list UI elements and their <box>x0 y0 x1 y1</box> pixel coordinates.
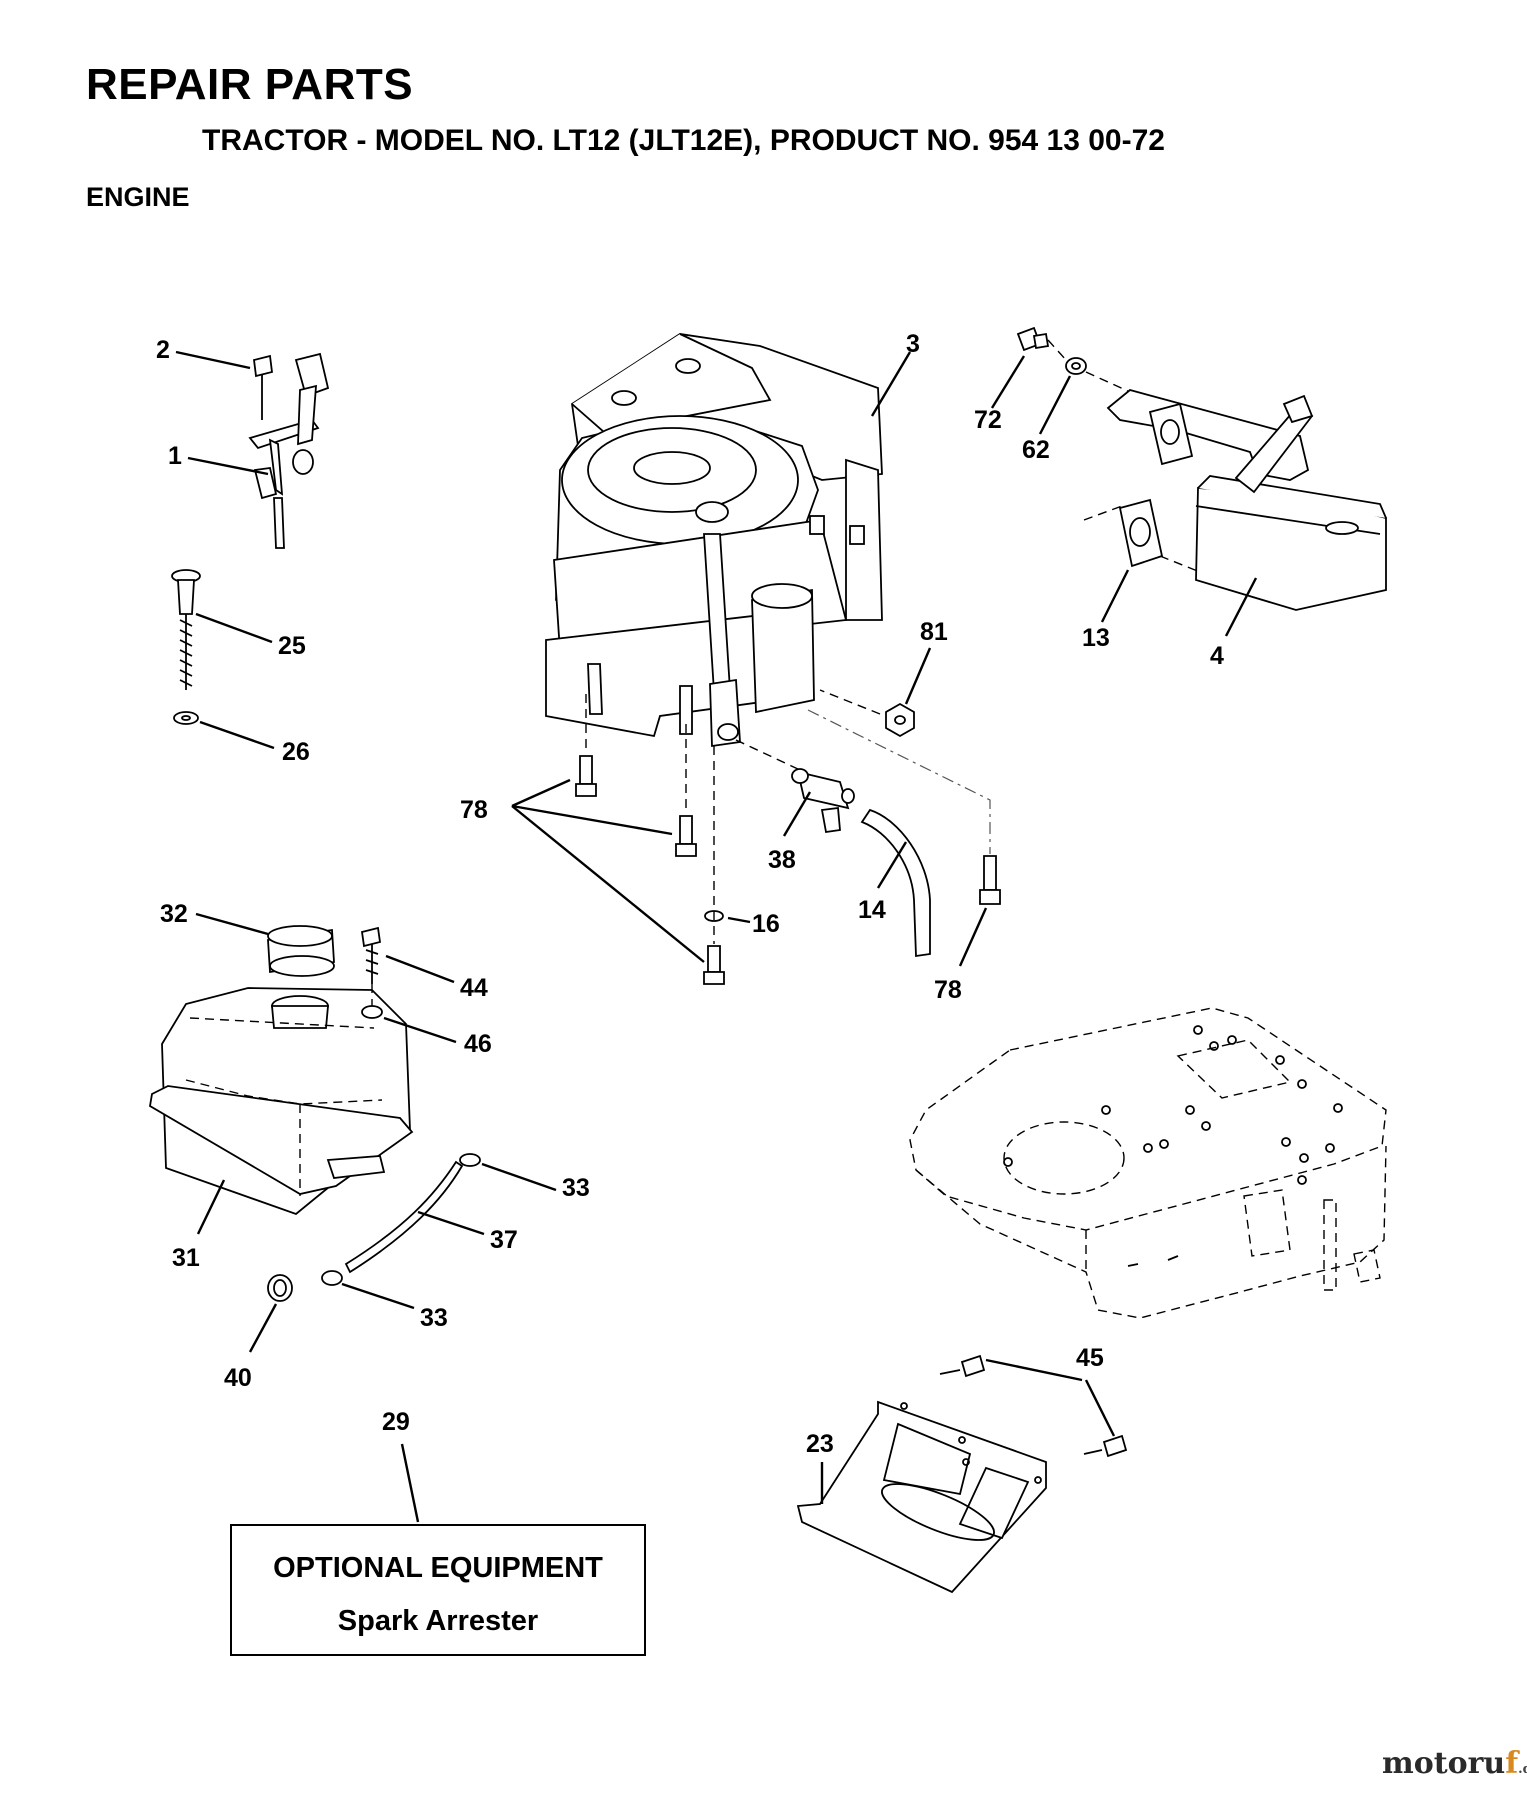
leader-72 <box>990 355 1026 409</box>
callout-32: 32 <box>160 900 188 928</box>
leader-32 <box>195 912 269 936</box>
callout-1: 1 <box>168 442 182 470</box>
leader-44 <box>385 954 455 984</box>
callout-2: 2 <box>156 336 170 364</box>
page-title: REPAIR PARTS <box>86 60 414 109</box>
watermark-accent: f <box>1505 1746 1519 1781</box>
callout-33-upper: 33 <box>562 1174 590 1202</box>
section-title: ENGINE <box>86 182 190 212</box>
callout-40: 40 <box>224 1364 252 1392</box>
callout-78-left: 78 <box>460 796 488 824</box>
callout-25: 25 <box>278 632 306 660</box>
callout-29: 29 <box>382 1408 410 1436</box>
callout-62: 62 <box>1022 436 1050 464</box>
leader-29 <box>400 1443 420 1523</box>
leader-46 <box>383 1016 457 1044</box>
leader-78a-2 <box>511 804 673 836</box>
leader-37 <box>417 1210 485 1236</box>
callout-16: 16 <box>752 910 780 938</box>
fuel-line-part <box>267 1153 481 1302</box>
leader-14 <box>876 841 908 889</box>
watermark-brand: motoru <box>1382 1746 1506 1781</box>
leader-81 <box>904 647 932 705</box>
callout-78-right: 78 <box>934 976 962 1004</box>
leader-78b <box>958 907 988 967</box>
leader-26 <box>199 720 275 750</box>
leader-38 <box>782 791 812 837</box>
callout-23: 23 <box>806 1430 834 1458</box>
optional-equipment-box: OPTIONAL EQUIPMENT Spark Arrester <box>230 1524 646 1656</box>
leader-4 <box>1224 577 1258 637</box>
callout-31: 31 <box>172 1244 200 1272</box>
engine-bolt-part <box>575 755 1001 985</box>
watermark-logo: motoruf.de <box>1382 1746 1527 1781</box>
leader-62 <box>1038 375 1072 435</box>
leader-1 <box>187 456 269 476</box>
callout-14: 14 <box>858 896 886 924</box>
optional-equipment-item: Spark Arrester <box>337 1605 539 1637</box>
callout-72: 72 <box>974 406 1002 434</box>
leader-13 <box>1100 569 1130 623</box>
leader-78a-1 <box>511 778 571 808</box>
callout-81: 81 <box>920 618 948 646</box>
leader-40 <box>248 1303 278 1353</box>
page-subtitle: TRACTOR - MODEL NO. LT12 (JLT12E), PRODU… <box>202 124 1165 157</box>
optional-equipment-title: OPTIONAL EQUIPMENT <box>273 1552 603 1584</box>
leader-33b <box>341 1282 415 1310</box>
leader-45-2 <box>1084 1379 1116 1437</box>
leader-16 <box>727 916 751 924</box>
gasket-part <box>1118 498 1164 568</box>
callout-37: 37 <box>490 1226 518 1254</box>
fuel-filter-part <box>735 739 931 958</box>
knob-spring-part <box>171 569 201 725</box>
callout-33-lower: 33 <box>420 1304 448 1332</box>
watermark-tld: .de <box>1518 1762 1527 1777</box>
leader-78a-3 <box>511 805 705 963</box>
leader-25 <box>195 612 273 644</box>
callout-26: 26 <box>282 738 310 766</box>
chassis-frame <box>909 1007 1387 1319</box>
exhaust-bolt-part <box>1016 326 1087 375</box>
leader-3 <box>870 351 912 417</box>
nut-part <box>885 702 915 738</box>
fuel-tank-part <box>149 987 414 1216</box>
callout-3: 3 <box>906 330 920 358</box>
leader-33a <box>481 1162 557 1192</box>
callout-4: 4 <box>1210 642 1224 670</box>
callout-44: 44 <box>460 974 488 1002</box>
tank-screw-part <box>360 926 383 1019</box>
callout-38: 38 <box>768 846 796 874</box>
heat-shield-part <box>796 1400 1047 1594</box>
shield-bolt-part <box>939 1354 1128 1458</box>
throttle-control-part <box>248 352 330 549</box>
engine-part <box>545 333 883 748</box>
leader-2 <box>175 350 251 370</box>
muffler-part <box>1106 389 1387 611</box>
fuel-cap-part <box>267 925 335 977</box>
callout-13: 13 <box>1082 624 1110 652</box>
callout-46: 46 <box>464 1030 492 1058</box>
leader-45-1 <box>985 1358 1083 1382</box>
leader-31 <box>196 1179 226 1235</box>
callout-45: 45 <box>1076 1344 1104 1372</box>
